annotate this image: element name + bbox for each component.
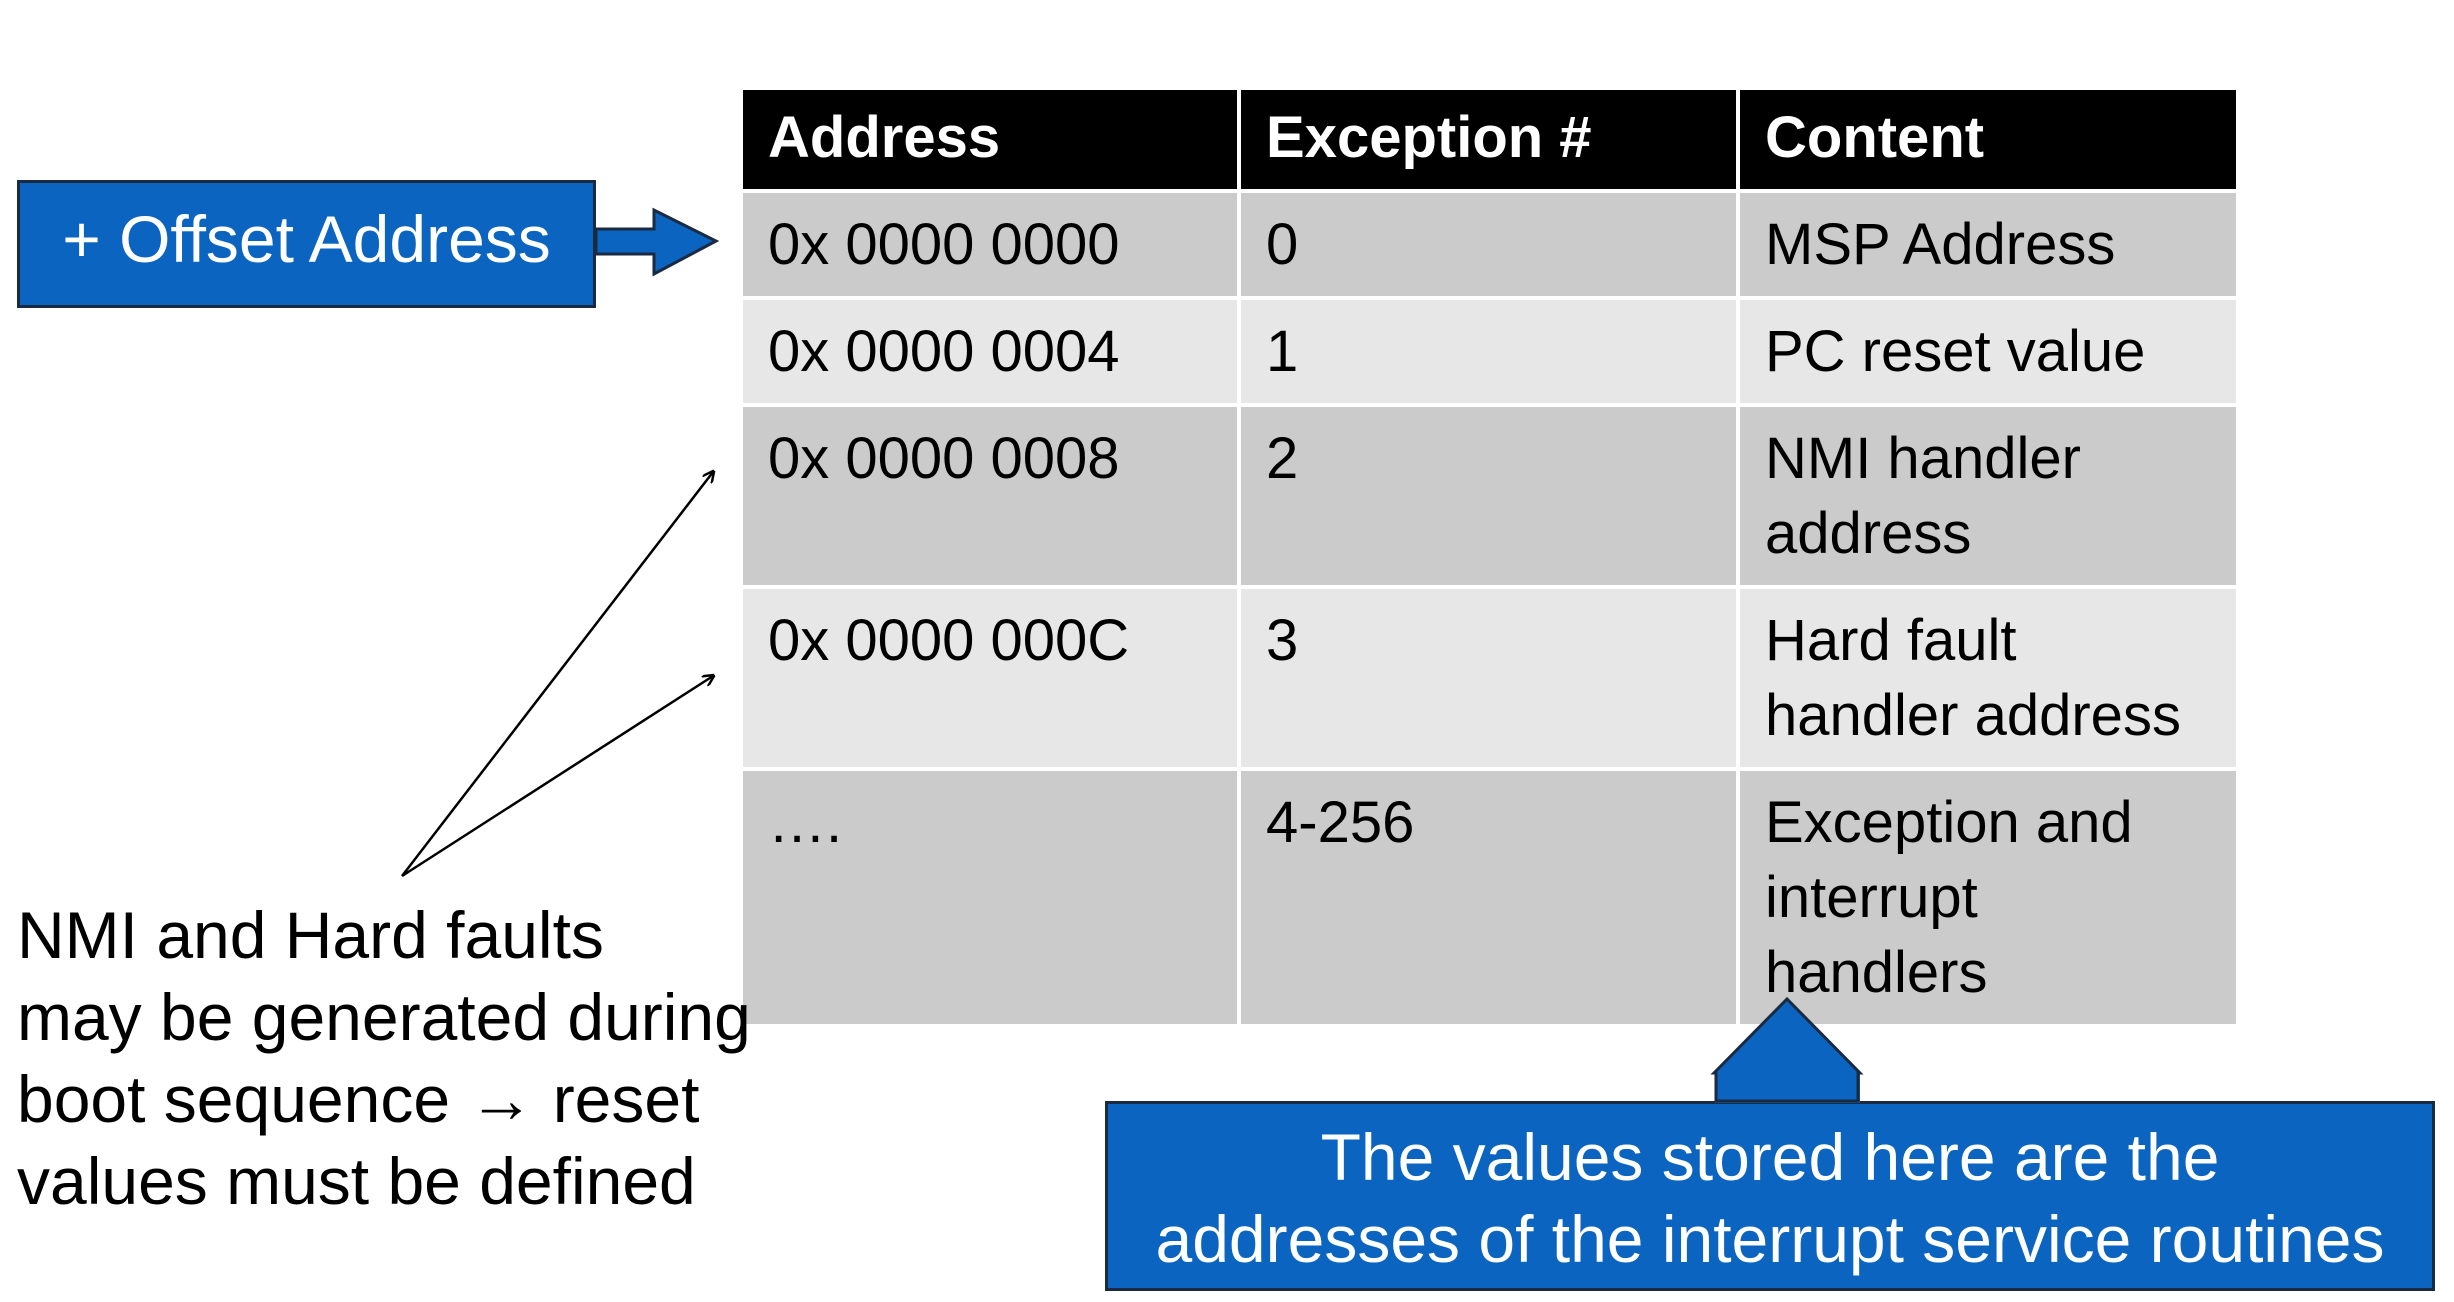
cell-address: …. [743,771,1237,1024]
note-line: boot sequence → reset [17,1062,700,1136]
cell-exception: 4-256 [1241,771,1736,1024]
cell-content: MSP Address [1740,193,2236,296]
header-address: Address [743,90,1237,189]
content-line: handler address [1765,683,2181,748]
cell-exception: 2 [1241,407,1736,585]
cell-content: Exception and interrupt handlers [1740,771,2236,1024]
note-line: may be generated during [17,980,751,1054]
note-line: values must be defined [17,1144,696,1218]
up-block-arrow [1714,1073,1860,1103]
cell-address: 0x 0000 0000 [743,193,1237,296]
cell-address: 0x 0000 000C [743,589,1237,767]
table-row: …. 4-256 Exception and interrupt handler… [743,771,2236,1024]
cell-exception: 0 [1241,193,1736,296]
cell-content: NMI handler address [1740,407,2236,585]
content-line: NMI handler [1765,426,2081,491]
table-row: 0x 0000 000C 3 Hard fault handler addres… [743,589,2236,767]
cell-content: PC reset value [1740,300,2236,403]
cell-exception: 3 [1241,589,1736,767]
header-content: Content [1740,90,2236,189]
cell-address: 0x 0000 0004 [743,300,1237,403]
arrow-to-nmi-row [401,472,713,877]
table-row: 0x 0000 0004 1 PC reset value [743,300,2236,403]
cell-content: Hard fault handler address [1740,589,2236,767]
content-line: Hard fault [1765,608,2017,673]
table-header-row: Address Exception # Content [743,90,2236,189]
arrow-to-hardfault-row [401,676,713,878]
isr-values-callout: The values stored here are the addresses… [1105,1101,2435,1291]
boot-fault-note: NMI and Hard faults may be generated dur… [17,894,807,1222]
up-arrow-outline [1714,1073,1860,1101]
content-line: Exception and [1765,790,2133,855]
content-line: PC reset value [1765,319,2146,384]
vector-table: Address Exception # Content 0x 0000 0000… [739,86,2240,1028]
content-line: handlers [1765,940,1988,1005]
header-exception-number: Exception # [1241,90,1736,189]
table-row: 0x 0000 0008 2 NMI handler address [743,407,2236,585]
cell-address: 0x 0000 0008 [743,407,1237,585]
note-line: NMI and Hard faults [17,898,604,972]
content-line: interrupt [1765,865,1978,930]
offset-pointer-arrow [594,207,720,277]
table-row: 0x 0000 0000 0 MSP Address [743,193,2236,296]
callout-line-2: addresses of the interrupt service routi… [1155,1202,2385,1276]
content-line: address [1765,501,1972,566]
content-line: MSP Address [1765,212,2116,277]
cell-exception: 1 [1241,300,1736,403]
offset-address-box: + Offset Address [17,180,596,308]
callout-line-1: The values stored here are the [1320,1120,2220,1194]
